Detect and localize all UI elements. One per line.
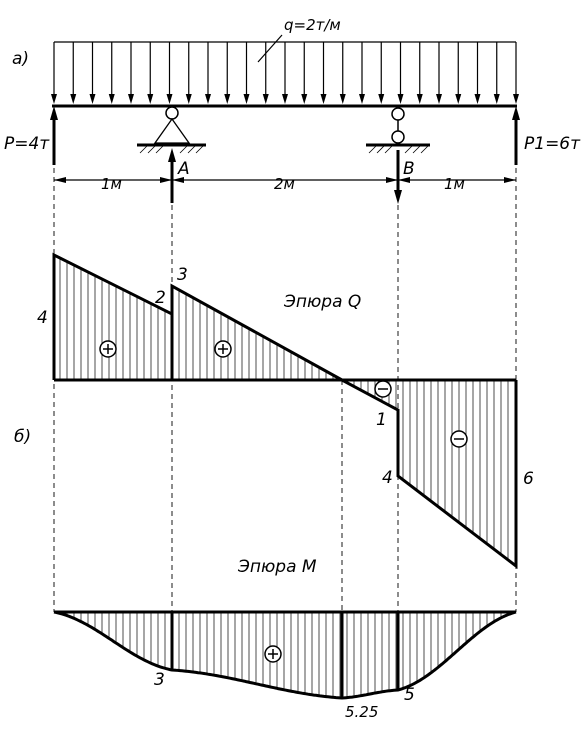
reaction-a-arrow [168, 148, 176, 203]
dimension-line [54, 177, 516, 183]
moment-value-5: 5 [404, 685, 415, 705]
distributed-load [51, 41, 519, 104]
dim-label-2: 2м [274, 175, 295, 193]
plus-sign-icon [99, 340, 117, 358]
shear-value-1: 1 [376, 410, 387, 430]
part-b-label-text: б) [14, 427, 31, 447]
support-a-pin [137, 106, 206, 154]
load-leader-line [257, 34, 283, 63]
dim-label-3: 1м [444, 175, 465, 193]
shear-value-2: 2 [155, 288, 166, 308]
support-b-label: B [403, 159, 415, 179]
moment-value-3: 3 [154, 670, 165, 690]
shear-value-3: 3 [177, 265, 188, 285]
shear-value-4-left: 4 [37, 308, 48, 328]
force-right-label: P1=6т [524, 134, 581, 154]
force-right-arrow [512, 106, 520, 165]
shear-value-4-right: 4 [382, 468, 393, 488]
minus-sign-icon [374, 380, 392, 398]
plus-sign-icon [264, 645, 282, 663]
reaction-b-arrow [394, 150, 402, 204]
load-label: q=2т/м [284, 16, 341, 34]
shear-diagram [52, 252, 518, 570]
moment-diagram [53, 610, 517, 700]
minus-sign-icon [450, 430, 468, 448]
force-left-label: P=4т [4, 134, 50, 154]
projection-lines [53, 168, 517, 612]
moment-value-5-25: 5.25 [345, 703, 378, 721]
support-b-roller [366, 107, 430, 154]
force-left-arrow [50, 106, 58, 165]
shear-value-6: 6 [523, 469, 534, 489]
dim-label-1: 1м [101, 175, 122, 193]
support-a-label: A [177, 159, 190, 179]
plus-sign-icon [214, 340, 232, 358]
shear-title: Эпюра Q [283, 292, 361, 312]
part-a-label: а) [12, 49, 29, 69]
moment-title: Эпюра М [237, 557, 317, 577]
